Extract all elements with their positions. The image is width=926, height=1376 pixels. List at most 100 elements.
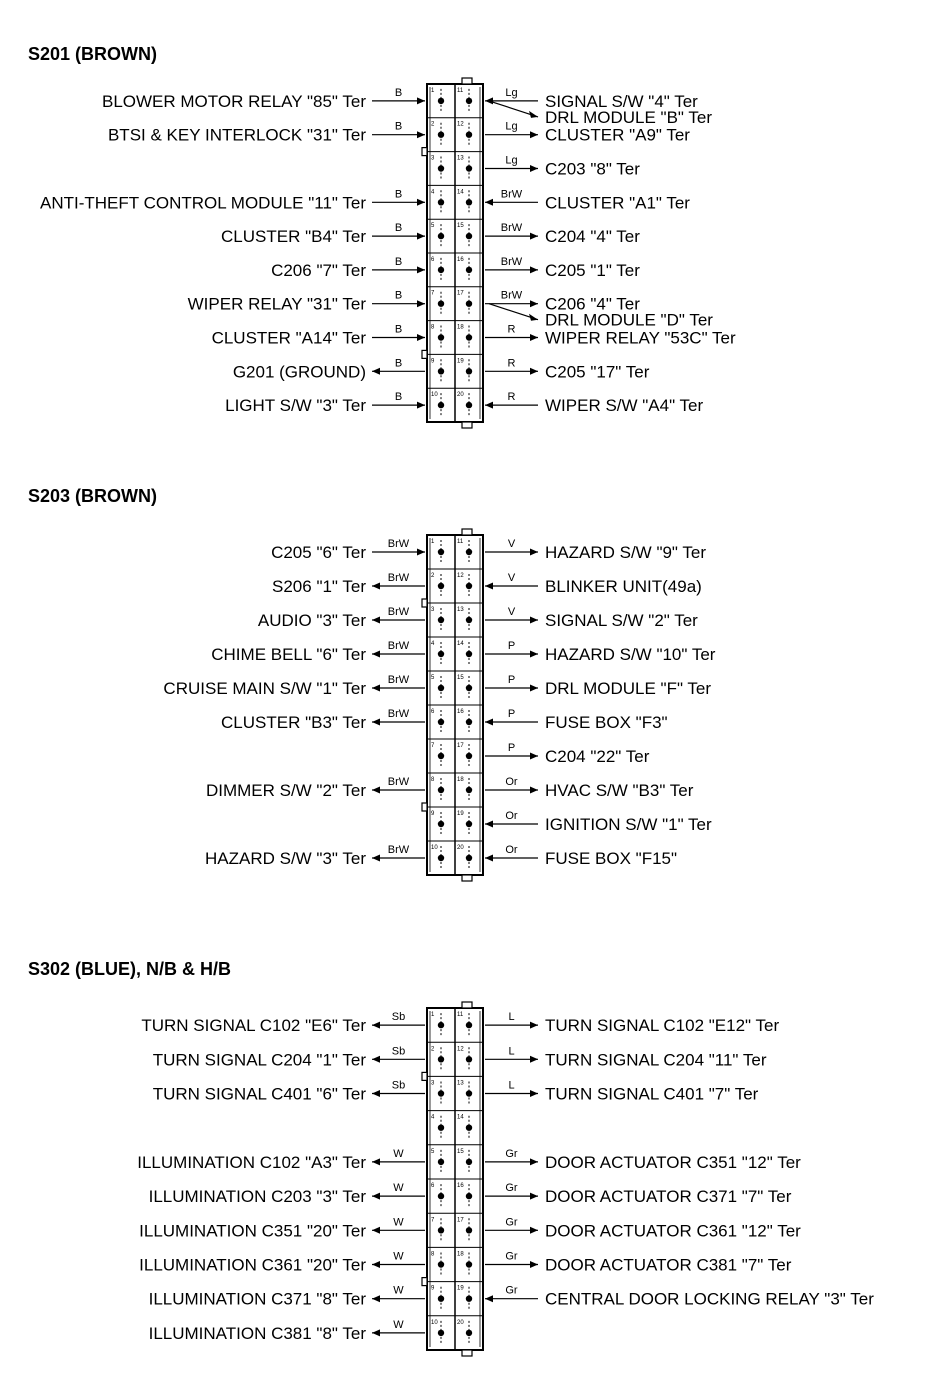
connector-key-upper	[421, 147, 428, 157]
terminal-label-left: CLUSTER "B3" Ter	[221, 713, 366, 732]
wire-color-right: V	[508, 606, 516, 618]
pin-number-right: 19	[457, 811, 464, 817]
terminal-label-right: CLUSTER "A9" Ter	[545, 126, 690, 145]
pin-dot-left	[437, 199, 445, 206]
terminal-label-right: CLUSTER "A1" Ter	[545, 193, 690, 212]
wire-color-left: W	[393, 1319, 404, 1331]
terminal-label-left: ILLUMINATION C371 "8" Ter	[149, 1290, 367, 1309]
pin-dot-left	[437, 368, 445, 375]
terminal-label-right: DRL MODULE "F" Ter	[545, 679, 711, 698]
wire-color-left: B	[395, 188, 402, 200]
wire-color-left: W	[393, 1216, 404, 1228]
pin-dot-left	[437, 616, 445, 624]
pin-number-left: 3	[431, 156, 435, 162]
wire-color-right: Gr	[505, 1216, 518, 1228]
pin-dot-right	[465, 582, 473, 590]
pin-dot-right	[465, 401, 473, 409]
arrow-head	[417, 548, 425, 556]
pin-dot-right	[465, 718, 473, 726]
wire-color-left: BrW	[388, 708, 410, 720]
terminal-label-left: CLUSTER "B4" Ter	[221, 227, 366, 246]
wire-color-left: BrW	[388, 572, 410, 584]
section-title: S201 (BROWN)	[28, 44, 157, 64]
pin-number-right: 13	[457, 156, 464, 162]
terminal-label-left: ILLUMINATION C361 "20" Ter	[139, 1256, 366, 1275]
arrow-head	[530, 1090, 538, 1097]
pin-number-left: 5	[431, 223, 435, 229]
pin-number-left: 10	[431, 392, 438, 398]
section-title: S302 (BLUE), N/B & H/B	[28, 959, 231, 979]
wire-color-right: Or	[505, 844, 518, 856]
pin-dot-left	[437, 752, 445, 760]
arrow-head	[372, 1329, 380, 1337]
terminal-label-left: ILLUMINATION C102 "A3" Ter	[137, 1153, 366, 1172]
terminal-label-right: SIGNAL S/W "2" Ter	[545, 611, 698, 630]
pin-dot-left	[437, 650, 445, 658]
wire-color-left: W	[393, 1251, 404, 1263]
terminal-label-left: HAZARD S/W "3" Ter	[205, 849, 366, 868]
arrow-head	[530, 367, 538, 375]
pin-number-left: 2	[431, 1046, 435, 1052]
connector-key-upper	[421, 1071, 428, 1082]
terminal-label-right: DOOR ACTUATOR C351 "12" Ter	[545, 1153, 801, 1172]
terminal-label-right: TURN SIGNAL C102 "E12" Ter	[545, 1016, 779, 1035]
pin-dot-left	[437, 165, 445, 172]
arrow-head	[485, 718, 493, 726]
pin-dot-right	[465, 1261, 473, 1268]
wire-color-left: BrW	[388, 844, 410, 856]
terminal-label-right: C205 "17" Ter	[545, 362, 650, 381]
pin-dot-right	[465, 266, 473, 274]
terminal-label-branch: DRL MODULE "B" Ter	[545, 108, 712, 127]
arrow-head	[485, 198, 493, 206]
pin-dot-right	[465, 1329, 473, 1337]
pin-number-left: 9	[431, 358, 435, 364]
pin-number-right: 16	[457, 1183, 464, 1189]
pin-number-right: 13	[457, 607, 464, 613]
arrow-head	[372, 1192, 380, 1200]
pin-number-left: 3	[431, 607, 435, 613]
arrow-head	[530, 165, 538, 172]
pin-dot-right	[465, 334, 473, 341]
wire-color-right: Gr	[505, 1285, 518, 1297]
arrow-head	[485, 1295, 493, 1303]
arrow-head	[372, 650, 380, 658]
pin-number-right: 18	[457, 1252, 464, 1258]
wire-color-right: Gr	[505, 1251, 518, 1263]
pin-dot-right	[465, 97, 473, 105]
pin-dot-left	[437, 1192, 445, 1200]
wire-color-right: BrW	[501, 290, 523, 302]
pin-dot-left	[437, 718, 445, 726]
arrow-head	[417, 198, 425, 206]
wire-color-left: W	[393, 1182, 404, 1194]
terminal-label-left: TURN SIGNAL C102 "E6" Ter	[141, 1016, 366, 1035]
wire-color-right: Lg	[505, 121, 517, 133]
terminal-label-right: IGNITION S/W "1" Ter	[545, 815, 712, 834]
terminal-label-left: ILLUMINATION C351 "20" Ter	[139, 1221, 366, 1240]
pin-number-right: 15	[457, 223, 464, 229]
terminal-label-right: WIPER RELAY "53C" Ter	[545, 329, 736, 348]
pin-number-right: 11	[457, 539, 464, 545]
arrow-head	[530, 1055, 538, 1063]
pin-number-right: 11	[457, 1012, 464, 1018]
terminal-label-right: C204 "4" Ter	[545, 227, 640, 246]
arrow-head	[372, 1158, 380, 1166]
pin-number-right: 15	[457, 675, 464, 681]
arrow-head	[529, 313, 538, 321]
terminal-label-right: BLINKER UNIT(49a)	[545, 577, 702, 596]
pin-number-right: 19	[457, 1286, 464, 1292]
arrow-head	[372, 718, 380, 726]
arrow-head	[372, 616, 380, 624]
terminal-label-right: HAZARD S/W "9" Ter	[545, 543, 706, 562]
terminal-label-left: ANTI-THEFT CONTROL MODULE "11" Ter	[40, 193, 366, 212]
